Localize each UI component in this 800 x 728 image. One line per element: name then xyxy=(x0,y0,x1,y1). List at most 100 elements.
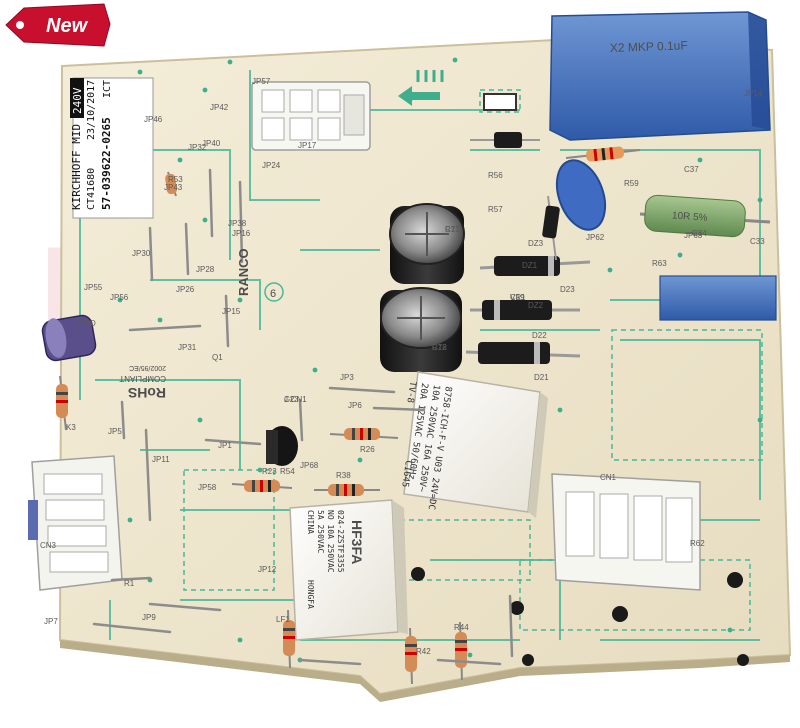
designator-q1: Q1 xyxy=(212,353,223,362)
designator-r56: R56 xyxy=(488,171,503,180)
pcb-edge xyxy=(60,640,790,702)
designator-r1: R1 xyxy=(124,579,135,588)
small-blue-capacitor xyxy=(659,275,777,321)
rohs-date: 2002/95/EC xyxy=(129,364,166,371)
brand-ranco: RANCO xyxy=(236,248,251,296)
designator-r44: R44 xyxy=(454,623,469,632)
relay-small-line-2: NO 10A 250VAC xyxy=(326,510,335,573)
designator-dz3: DZ3 xyxy=(528,239,544,248)
small-capacitor-c24 xyxy=(41,314,97,362)
diode-d23 xyxy=(479,256,591,276)
designator-jp5: JP5 xyxy=(108,427,122,436)
diode-d21 xyxy=(465,342,581,364)
designator-jp40: JP40 xyxy=(202,139,221,148)
designator-jp58: JP58 xyxy=(198,483,217,492)
designator-jp24: JP24 xyxy=(262,161,281,170)
designator-c17: C17 xyxy=(445,225,460,234)
designator-dz1: DZ1 xyxy=(522,261,538,270)
designator-jp55: JP55 xyxy=(84,283,103,292)
designator-j-cn1: J-CN1 xyxy=(284,395,307,404)
designator-jp6: JP6 xyxy=(348,401,362,410)
connector-top xyxy=(251,81,371,151)
new-tag-icon: New xyxy=(5,3,111,47)
x2-capacitor: X2 MKP 0.1uF xyxy=(549,11,771,141)
designator-lf1: LF1 xyxy=(276,615,290,624)
designator-jp7: JP7 xyxy=(44,617,58,626)
relay-small-brand: HF3FA xyxy=(349,520,365,564)
designator-r42: R42 xyxy=(416,647,431,656)
electrolytic-capacitor-c18 xyxy=(380,287,462,372)
designator-jp3: JP3 xyxy=(340,373,354,382)
designator-jp30: JP30 xyxy=(132,249,151,258)
designator-jp68: JP68 xyxy=(300,461,319,470)
board-slot xyxy=(483,93,517,111)
designator-jp31: JP31 xyxy=(178,343,197,352)
designator-c34: C34 xyxy=(692,229,707,238)
diode-top xyxy=(470,132,540,148)
designator-c37: C37 xyxy=(684,165,699,174)
designator-vr1: VR1 xyxy=(510,293,526,302)
relay-small-line-3: 5A 250VAC xyxy=(316,510,325,554)
resistor-r62 xyxy=(165,171,177,197)
relay-small-line-1: 024-2ZSTF3355 xyxy=(336,510,345,573)
silkscreen-markings: RANCO RoHS COMPLIANT 2002/95/EC 6 xyxy=(119,248,284,401)
jumper-wires xyxy=(92,168,514,666)
resistor-r53 xyxy=(231,480,293,492)
rohs-text: RoHS xyxy=(128,385,166,401)
designator-dz2: DZ2 xyxy=(528,301,544,310)
relay-small-line-5: HONGFA xyxy=(306,580,315,609)
arrow-left-icon xyxy=(398,86,440,106)
rohs-sub: COMPLIANT xyxy=(119,374,166,383)
pcb-dash-outlines xyxy=(183,89,763,631)
designator-jp1: JP1 xyxy=(218,441,232,450)
designator-jp14: JP14 xyxy=(744,89,763,98)
designator-jp26: JP26 xyxy=(176,285,195,294)
designator-jp32: JP32 xyxy=(188,143,207,152)
power-resistor-label: 10R 5% xyxy=(672,210,708,223)
label-line-6: ICT xyxy=(102,80,113,98)
designator-jp9: JP9 xyxy=(142,613,156,622)
designator-c24: C24 xyxy=(78,319,93,328)
designator-jp28: JP28 xyxy=(196,265,215,274)
designator-r23: R23 xyxy=(262,467,277,476)
label-line-3: CT41680 xyxy=(86,168,97,210)
small-resistors xyxy=(56,171,467,685)
x2-capacitor-label: X2 MKP 0.1uF xyxy=(610,38,688,55)
resistor-r54 xyxy=(329,428,399,440)
resistor-r57 xyxy=(405,627,417,685)
mounting-holes xyxy=(411,567,749,666)
component-designators: C17C18C19C23C24C33C34C37CN1CN3D21D22D23D… xyxy=(40,77,765,656)
power-resistor: 10R 5% xyxy=(639,194,771,238)
designator-k3: K3 xyxy=(66,423,76,432)
designator-r59: R59 xyxy=(624,179,639,188)
designator-d23: D23 xyxy=(560,285,575,294)
electrolytic-capacitor-c17 xyxy=(389,203,465,284)
label-line-2: 240V xyxy=(71,87,84,114)
varistor xyxy=(555,159,607,231)
new-badge-label: New xyxy=(46,15,89,37)
designator-r53: R53 xyxy=(168,175,183,184)
label-line-1: KIRCHHOFF MID xyxy=(70,124,83,210)
designator-r71: R71 xyxy=(445,225,460,234)
relay-small: HF3FA 024-2ZSTF3355 NO 10A 250VAC 5A 250… xyxy=(289,499,408,641)
designator-jp12: JP12 xyxy=(258,565,277,574)
relay-large: 8758-ICH-F-V U03 24V=DC 10A 250VAC 16A 2… xyxy=(399,371,548,518)
designator-jp16: JP16 xyxy=(232,229,251,238)
designator-jp56: JP56 xyxy=(110,293,129,302)
diode-d22 xyxy=(470,300,580,320)
label-sticker xyxy=(72,77,154,219)
relay-large-code: C1645 xyxy=(399,460,413,488)
designator-jp38: JP38 xyxy=(228,219,247,228)
connector-left xyxy=(28,455,123,591)
relay-large-line-4: TV-8 xyxy=(404,381,417,404)
designator-r72: R72 xyxy=(432,343,447,352)
label-line-5: 57-039622-0265 xyxy=(100,117,113,210)
designator-jp46: JP46 xyxy=(144,115,163,124)
designator-d21: D21 xyxy=(534,373,549,382)
designator-jp15: JP15 xyxy=(222,307,241,316)
circle-number: 6 xyxy=(270,288,276,300)
diodes xyxy=(465,132,591,364)
designator-jp63: JP63 xyxy=(684,231,703,240)
